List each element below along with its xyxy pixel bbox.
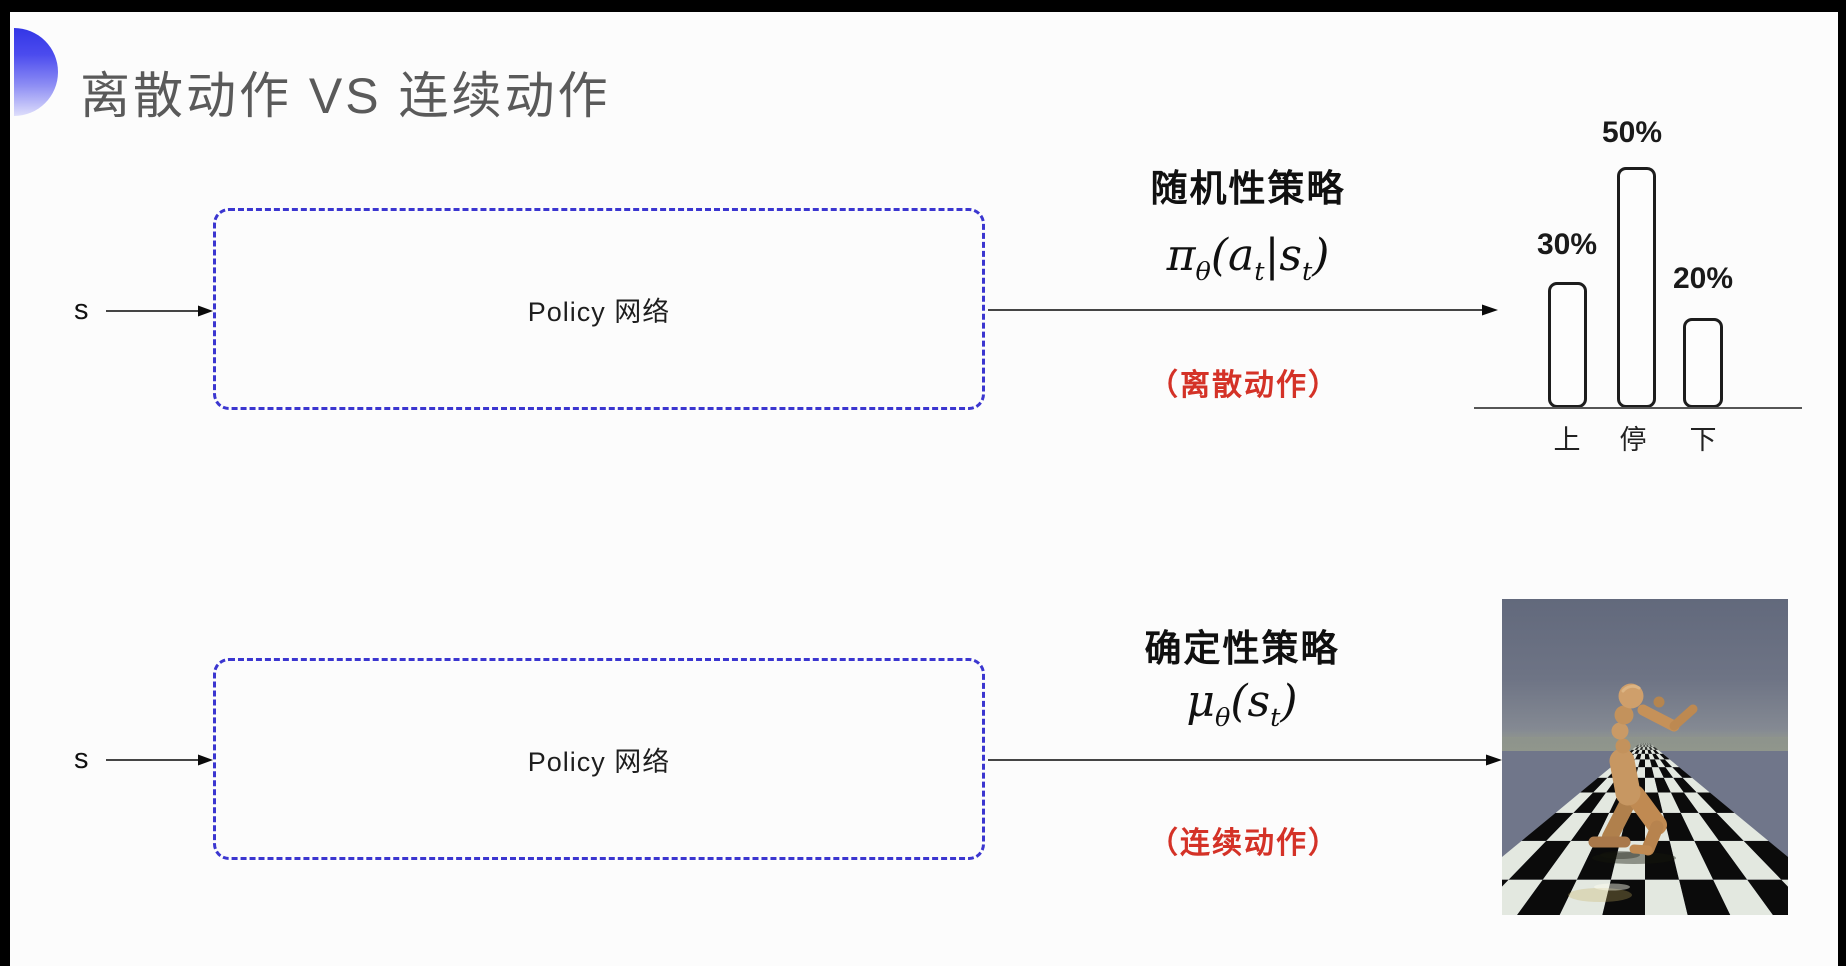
top-policy-network-label: Policy 网络 xyxy=(527,296,671,327)
bottom-output-arrow xyxy=(988,754,1502,766)
bottom-state-input-label: s xyxy=(74,743,89,775)
page-title: 离散动作 VS 连续动作 xyxy=(80,68,611,124)
formula-t-sub3: t xyxy=(1270,702,1281,733)
formula-close2: ) xyxy=(1280,676,1298,727)
top-output-arrow xyxy=(988,304,1498,316)
formula-mid: |s xyxy=(1264,230,1302,281)
formula-theta-sub: θ xyxy=(1195,256,1211,287)
formula-theta-sub2: θ xyxy=(1215,702,1231,733)
formula-t-sub2: t xyxy=(1301,256,1313,287)
humanoid-simulation-image xyxy=(1502,599,1788,915)
humanoid-figure xyxy=(1568,683,1698,902)
formula-open2: (s xyxy=(1230,676,1271,727)
chart-baseline xyxy=(1474,407,1802,409)
bar-down xyxy=(1683,318,1723,408)
top-policy-network-box: Policy 网络 xyxy=(213,208,985,410)
deterministic-policy-formula: μθ(st) xyxy=(1092,676,1392,733)
stochastic-policy-label: 随机性策略 xyxy=(1150,168,1346,209)
deterministic-policy-label: 确定性策略 xyxy=(1144,628,1340,669)
formula-open: (a xyxy=(1210,230,1255,281)
bar-value-stop: 50% xyxy=(1601,116,1663,149)
bar-category-down: 下 xyxy=(1689,425,1717,455)
bottom-policy-network-label: Policy 网络 xyxy=(527,746,671,777)
bar-up xyxy=(1548,282,1587,408)
formula-close: ) xyxy=(1312,230,1330,281)
sky-gradient xyxy=(1502,599,1788,745)
bar-value-down: 20% xyxy=(1672,262,1734,295)
bar-stop xyxy=(1617,167,1656,408)
bar-category-stop: 停 xyxy=(1619,425,1647,455)
formula-mu: μ xyxy=(1186,676,1216,727)
formula-pi: π xyxy=(1166,230,1196,281)
horizon-haze xyxy=(1502,729,1788,751)
stochastic-policy-formula: πθ(at|st) xyxy=(1098,230,1398,287)
top-state-input-label: s xyxy=(74,294,89,326)
bottom-input-arrow xyxy=(106,754,213,766)
bar-value-up: 30% xyxy=(1536,228,1598,261)
continuous-action-note: （连续动作） xyxy=(1148,827,1340,860)
top-input-arrow xyxy=(106,305,213,317)
bottom-policy-network-box: Policy 网络 xyxy=(213,658,985,860)
bar-category-up: 上 xyxy=(1553,425,1581,455)
formula-t-sub: t xyxy=(1254,256,1265,287)
discrete-action-note: （离散动作） xyxy=(1148,369,1340,402)
